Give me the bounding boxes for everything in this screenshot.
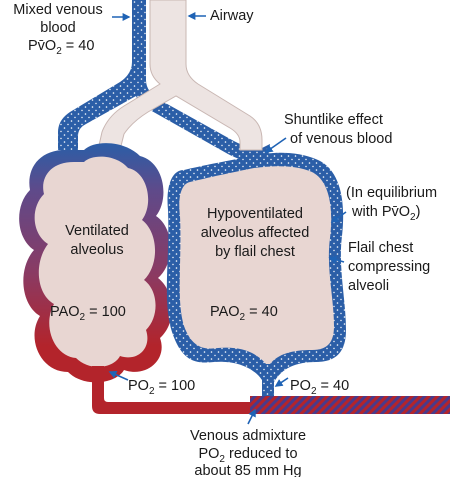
mixed-venous-label-1: Mixed venous xyxy=(13,2,102,18)
admixture-label-2: PO2 reduced to xyxy=(198,446,297,465)
pao2-right-label: PAO2 = 40 xyxy=(210,304,278,323)
flail-label-1: Flail chest xyxy=(348,240,413,256)
equilibrium-label-2: with Pv̄O2) xyxy=(351,204,420,223)
hypoventilated-label-2: alveolus affected xyxy=(201,225,310,241)
po2-right-label: PO2 = 40 xyxy=(290,378,349,397)
po2-left-label: PO2 = 100 xyxy=(128,378,195,397)
mixed-venous-label-2: blood xyxy=(40,20,75,36)
hypoventilated-label-1: Hypoventilated xyxy=(207,206,303,222)
shunt-label-1: Shuntlike effect xyxy=(284,112,383,128)
admixture-label-1: Venous admixture xyxy=(190,428,306,444)
pao2-left-label: PAO2 = 100 xyxy=(50,304,126,323)
ventilated-label-2: alveolus xyxy=(70,242,123,258)
flail-label-2: compressing xyxy=(348,259,430,275)
ventilated-label-1: Ventilated xyxy=(65,223,129,239)
arrow-shunt xyxy=(264,137,287,153)
labels: Mixed venous blood Pv̄O2 = 40 Airway Shu… xyxy=(13,2,437,479)
hypoventilated-alveolus xyxy=(166,152,346,382)
flail-label-3: alveoli xyxy=(348,278,389,294)
arrow-po2-left xyxy=(108,370,129,381)
ventilated-alveolus xyxy=(19,143,172,383)
pointer-arrows xyxy=(108,12,347,425)
capillary-vessels xyxy=(92,366,450,414)
arrow-admixture xyxy=(247,408,256,425)
hypoventilated-label-3: by flail chest xyxy=(215,244,295,260)
airway-label: Airway xyxy=(210,8,254,24)
mixed-venous-vessel xyxy=(58,0,270,162)
equilibrium-label-1: (In equilibrium xyxy=(346,185,437,201)
shunt-label-2: of venous blood xyxy=(290,131,392,147)
arrow-flail-chest xyxy=(328,255,345,264)
arrow-equilibrium xyxy=(330,211,347,223)
airway-tube xyxy=(97,0,263,151)
arrow-po2-right xyxy=(274,377,289,387)
pvo2-label: Pv̄O2 = 40 xyxy=(28,38,94,57)
admixture-label-3: about 85 mm Hg xyxy=(194,463,301,477)
